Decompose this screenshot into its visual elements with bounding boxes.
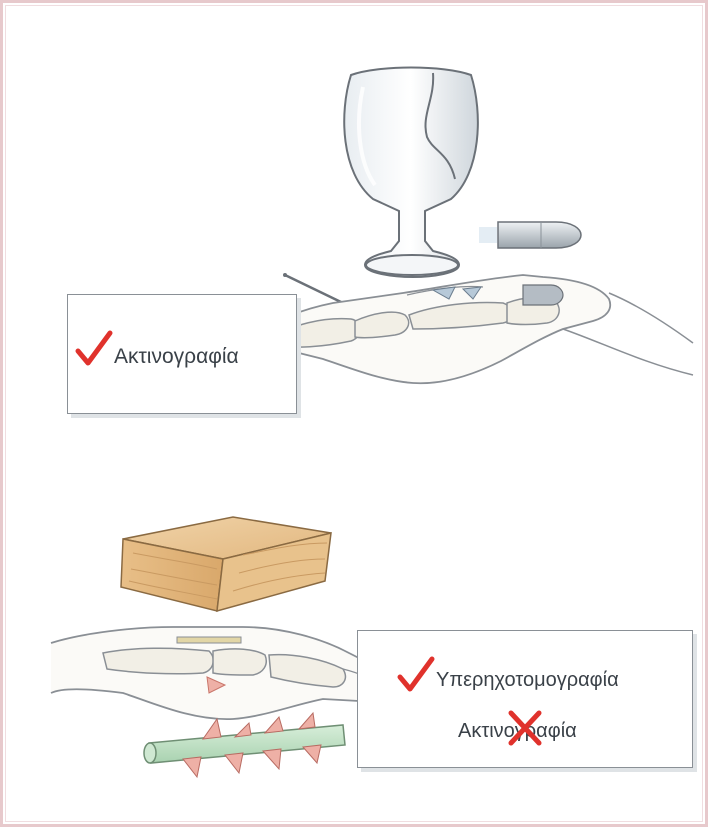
wine-glass <box>344 68 478 278</box>
label-box-xray: Ακτινογραφία <box>67 294 297 414</box>
label-ultrasound: Υπερηχοτομογραφία <box>436 669 619 692</box>
hand-xray-bottom <box>51 627 387 719</box>
check-mark-icon <box>396 655 436 695</box>
label-box-ultrasound: Υπερηχοτομογραφία Ακτινογραφία <box>357 630 693 768</box>
check-mark-icon <box>74 329 114 369</box>
wood-block <box>121 517 331 611</box>
thorny-stem <box>144 713 345 777</box>
hand-xray-top <box>263 275 693 383</box>
label-xray: Ακτινογραφία <box>114 345 239 369</box>
bullet <box>479 222 581 248</box>
red-x-icon <box>505 709 545 747</box>
